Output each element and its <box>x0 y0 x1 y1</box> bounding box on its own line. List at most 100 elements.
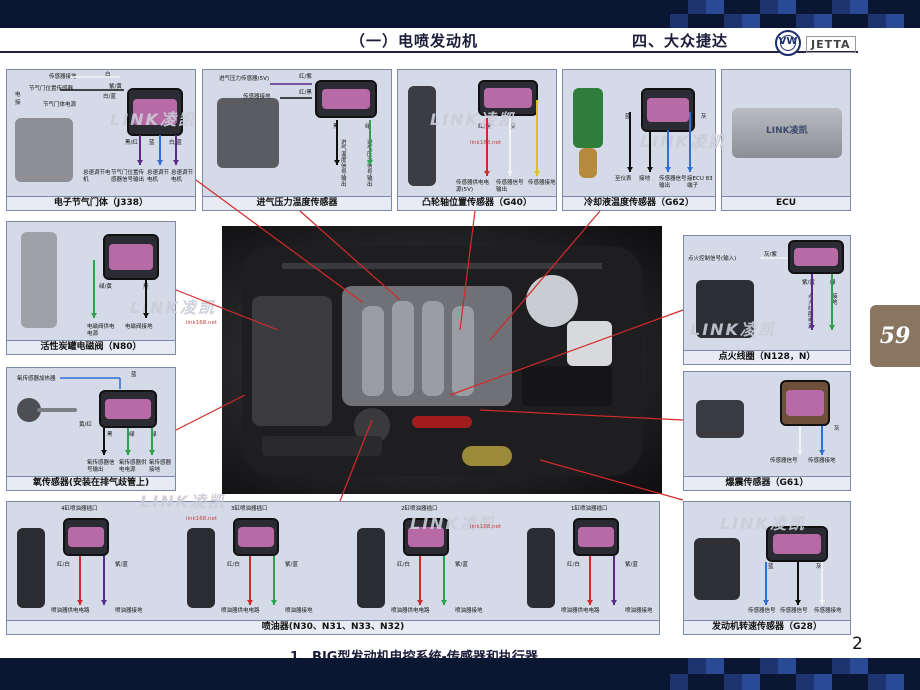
injector-bottom-label: 喷油器接地 <box>115 608 143 614</box>
checker-cell <box>868 658 886 674</box>
panel-coolant-sensor: 蓝 灰 至仪表 接地 传感器信号输出 接ECU 83端子 冷却液温度传感器（G6… <box>562 69 716 211</box>
checker-cell <box>760 674 778 690</box>
throttle-connector <box>127 88 183 136</box>
wire-arrowhead <box>627 167 633 172</box>
wire-arrowhead <box>507 171 513 176</box>
panel-caption: 发动机转速传感器（G28） <box>684 620 850 634</box>
connector-face <box>321 88 371 110</box>
map-wire-label: 红/紫 <box>299 74 312 80</box>
evap-bottom-label: 电磁阀供电电源 <box>87 324 115 337</box>
checker-cell <box>832 14 850 28</box>
oxygen-wire-label: 绿 <box>151 432 157 438</box>
oxygen-label: 氧传感器加热器 <box>17 376 56 382</box>
checker-cell <box>706 674 724 690</box>
checker-cell <box>832 0 850 14</box>
oxygen-wire-label: 蓝 <box>131 372 137 378</box>
connector-face <box>133 98 177 126</box>
leader-line <box>195 179 363 303</box>
watermark-site: link168.net <box>470 524 501 530</box>
map-connector <box>315 80 377 118</box>
wire-arrowhead <box>534 171 540 176</box>
checker-cell <box>688 0 706 14</box>
checker-cell <box>760 14 778 28</box>
injector-wire-label: 紫/蓝 <box>115 562 128 568</box>
leader-line <box>479 409 684 421</box>
throttle-wire-label: 白 <box>105 72 111 78</box>
throttle-wire-label: 黑/红 <box>125 140 138 146</box>
wire-arrowhead <box>334 160 340 165</box>
oxygen-sensor-wire <box>37 408 77 412</box>
checker-cell <box>778 0 796 14</box>
wire-arrowhead <box>247 600 253 605</box>
throttle-body-image <box>15 118 73 182</box>
checker-cell <box>742 0 760 14</box>
wire-arrowhead <box>484 171 490 176</box>
connector-face <box>484 88 532 108</box>
checker-cell <box>832 674 850 690</box>
injector-connector <box>233 518 279 556</box>
leader-line <box>459 210 476 331</box>
throttle-label: 电 <box>15 92 21 98</box>
leader-line <box>175 289 279 331</box>
leader-line <box>299 210 401 301</box>
throttle-label: 节气门体电源 <box>43 102 77 108</box>
connector-face <box>68 526 104 548</box>
checker-cell <box>868 14 886 28</box>
crank-connector <box>766 526 828 562</box>
wire-arrowhead <box>665 167 671 172</box>
wire-arrowhead <box>819 450 825 455</box>
vw-logo-icon: VW <box>775 30 801 56</box>
injector-connector <box>403 518 449 556</box>
injector-bottom-label: 喷油器接地 <box>285 608 313 614</box>
checker-cell <box>796 658 814 674</box>
injector-unit: 3缸喷油器插口红/白紫/蓝喷油器供电电路喷油器接地 <box>185 502 345 620</box>
vw-logo-text: VW <box>778 36 798 47</box>
ignition-label: 点火控制信号(输入) <box>688 256 737 262</box>
panel-ecu: LINK凌凯 ECU <box>721 69 851 211</box>
watermark: LINK凌凯 <box>640 132 726 151</box>
watermark-site: link168.net <box>470 140 501 146</box>
injector-wire-label: 紫/蓝 <box>455 562 468 568</box>
knock-wire-label: 灰 <box>834 426 840 432</box>
injector-image <box>187 528 215 608</box>
checker-cell <box>886 674 904 690</box>
throttle-wire-label: 紫/黄 <box>109 84 122 90</box>
wire-arrowhead <box>367 160 373 165</box>
knock-bottom-label: 传感器接地 <box>808 458 836 464</box>
throttle-label: 节气门位置传感器 <box>29 86 74 92</box>
wire-arrowhead <box>143 313 149 318</box>
cam-wire-label: 灰 <box>510 124 516 130</box>
connector-face <box>105 398 151 420</box>
watermark: LINK凌凯 <box>720 514 806 533</box>
injector-bottom-label: 喷油器供电电路 <box>391 608 430 614</box>
leader-line <box>339 419 373 502</box>
injector-image <box>527 528 555 608</box>
injector-bottom-label: 喷油器供电电路 <box>51 608 90 614</box>
injector-unit: 2缸喷油器插口红/白紫/蓝喷油器供电电路喷油器接地 <box>355 502 515 620</box>
wire-arrowhead <box>137 160 143 165</box>
checker-cell <box>742 14 760 28</box>
wire-arrowhead <box>797 450 803 455</box>
panel-caption: 爆震传感器（G61） <box>684 476 850 490</box>
oxygen-bottom-label: 氧传感器供电电源 <box>119 460 147 473</box>
map-bottom-label: 进气温度信号输出 <box>341 140 347 188</box>
checker-cell <box>688 658 706 674</box>
wire-arrowhead <box>417 600 423 605</box>
crank-bottom-label: 传感器接地 <box>814 608 842 614</box>
checker-cell <box>724 674 742 690</box>
injector-wire-label: 紫/蓝 <box>285 562 298 568</box>
throttle-label: 传感器接地 <box>49 74 77 80</box>
checker-cell <box>886 658 904 674</box>
injector-wire-label: 紫/蓝 <box>625 562 638 568</box>
checker-cell <box>706 14 724 28</box>
panel-caption: 电子节气门体（J338） <box>7 196 195 210</box>
cam-bottom-label: 传感器信号输出 <box>496 180 524 193</box>
checker-cell <box>688 14 706 28</box>
checker-cell <box>670 658 688 674</box>
map-sensor-image <box>217 98 279 168</box>
panel-caption: 冷却液温度传感器（G62） <box>563 196 715 210</box>
checker-cell <box>814 14 832 28</box>
panel-caption: 喷油器(N30、N31、N33、N32) <box>7 620 659 634</box>
wire-arrowhead <box>763 600 769 605</box>
